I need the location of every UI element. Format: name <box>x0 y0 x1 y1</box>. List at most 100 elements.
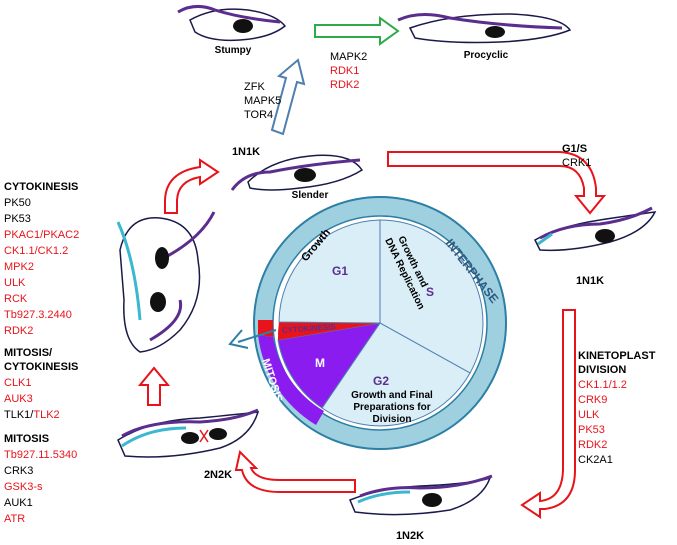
bottom-1n2k-flagellum <box>359 474 493 498</box>
dividing-flagellum-cyan <box>116 221 142 321</box>
tlk-black-part: TLK1/ <box>4 409 34 421</box>
cytokinesis-item-7: Tb927.3.2440 <box>4 309 72 321</box>
s-label: S <box>426 285 434 299</box>
left-2n2k-cell <box>117 408 260 458</box>
m-phase-slice <box>277 322 382 409</box>
g1-phase-slice <box>278 219 381 324</box>
slender-nucleus <box>294 168 316 182</box>
left-2n2k-label: 2N2K <box>204 469 232 481</box>
g2-phase-slice <box>321 322 471 427</box>
stumpy-cell <box>177 5 287 42</box>
mitosis-cytokinesis-panel: MITOSIS/ CYTOKINESIS CLK1 AUK3 TLK1/TLK2 <box>4 347 78 421</box>
mitosis-item-4: ATR <box>4 513 25 525</box>
g1-label: G1 <box>332 264 348 278</box>
kinetoplast-item-5: CK2A1 <box>578 454 613 466</box>
stumpy-kinase-panel: ZFK MAPK5 TOR4 <box>244 81 281 121</box>
g2-line1: Growth and Final <box>351 390 433 401</box>
cytokinesis-item-0: PK50 <box>4 197 31 209</box>
arrow-cytokinesis-to-slender <box>164 158 220 214</box>
kinetoplast-item-2: ULK <box>578 409 600 421</box>
g2-line3: Division <box>373 414 412 425</box>
cytokinesis-item-5: ULK <box>4 277 26 289</box>
cytokinesis-slice <box>277 322 380 340</box>
g2-label: G2 <box>373 374 389 388</box>
arrow-1n2k-to-2n2k <box>234 450 356 493</box>
mitosis-cytokinesis-title-line1: MITOSIS/ <box>4 347 52 359</box>
exit-arrow-line <box>237 329 277 343</box>
left-2n2k-nucleus-2 <box>209 428 227 440</box>
cytokinesis-item-4: MPK2 <box>4 261 34 273</box>
cell-cycle-wheel: Growth G1 Growth and DNA Replication S G… <box>253 196 507 450</box>
m-label: M <box>315 356 325 370</box>
mitosis-item-0: Tb927.11.5340 <box>4 449 77 461</box>
dividing-body <box>119 217 201 353</box>
left-2n2k-nucleus-1 <box>181 432 199 444</box>
right-1n1k-nucleus <box>595 229 615 243</box>
g1s-item-0: CRK1 <box>562 157 591 169</box>
procyclic-flagellum <box>397 13 563 30</box>
dividing-nucleus-2 <box>150 292 166 312</box>
cytokinesis-label: CYTOKINESIS <box>282 322 337 335</box>
dividing-nucleus-1 <box>155 247 169 269</box>
arrow-slender-to-g1s <box>387 151 607 215</box>
tlk-red-part: TLK2 <box>33 409 59 421</box>
mitosis-item-3: AUK1 <box>4 497 33 509</box>
cytokinesis-item-1: PK53 <box>4 213 31 225</box>
cytokinesis-item-6: RCK <box>4 293 28 305</box>
mitosis-title: MITOSIS <box>4 433 49 445</box>
procyclic-nucleus <box>485 26 505 38</box>
bottom-1n2k-nucleus <box>422 493 442 507</box>
g1s-title: G1/S <box>562 143 587 155</box>
stumpy-label: Stumpy <box>215 45 252 56</box>
slender-cell <box>230 154 364 191</box>
cytokinesis-item-2: PKAC1/PKAC2 <box>4 229 79 241</box>
kinetoplast-item-3: PK53 <box>578 424 605 436</box>
mitosis-ring-segment <box>258 335 324 425</box>
mitosis-item-1: CRK3 <box>4 465 33 477</box>
procyclic-kinase-panel: MAPK2 RDK1 RDK2 <box>330 51 367 91</box>
bottom-1n2k-label: 1N2K <box>396 530 424 542</box>
stumpy-nucleus <box>233 19 253 33</box>
procyclic-kinase-0: MAPK2 <box>330 51 367 63</box>
dividing-cell <box>116 211 216 353</box>
mitosis-panel: MITOSIS Tb927.11.5340 CRK3 GSK3-s AUK1 A… <box>4 433 77 525</box>
procyclic-kinase-2: RDK2 <box>330 79 359 91</box>
exit-arrow-head <box>228 329 249 349</box>
kinetoplast-title-line1: KINETOPLAST <box>578 350 656 362</box>
stumpy-kinase-1: MAPK5 <box>244 95 281 107</box>
cytokinesis-exit-arrow <box>228 329 277 349</box>
mitosis-cytokinesis-tlk: TLK1/TLK2 <box>4 409 60 421</box>
stumpy-kinase-0: ZFK <box>244 81 265 93</box>
arrow-1n1k-to-1n2k <box>520 309 576 519</box>
arrow-stumpy-to-procyclic <box>314 16 400 46</box>
procyclic-kinase-1: RDK1 <box>330 65 359 77</box>
s-phase-slice <box>379 219 484 374</box>
bottom-1n2k-cell <box>349 474 493 516</box>
cycle-arrows <box>137 151 607 519</box>
kinetoplast-title-line2: DIVISION <box>578 364 626 376</box>
procyclic-cell <box>397 13 572 44</box>
left-2n2k-flagellum <box>121 408 259 438</box>
cytokinesis-item-8: RDK2 <box>4 325 33 337</box>
stumpy-kinase-2: TOR4 <box>244 109 273 121</box>
mitosis-cytokinesis-item-0: CLK1 <box>4 377 32 389</box>
kinetoplast-item-0: CK1.1/1.2 <box>578 379 627 391</box>
arrow-2n2k-to-mitosis <box>137 366 171 406</box>
mitosis-cytokinesis-item-1: AUK3 <box>4 393 33 405</box>
cytokinesis-item-3: CK1.1/CK1.2 <box>4 245 68 257</box>
cytokinesis-panel: CYTOKINESIS PK50 PK53 PKAC1/PKAC2 CK1.1/… <box>4 181 79 337</box>
mitosis-cytokinesis-title-line2: CYTOKINESIS <box>4 361 78 373</box>
dividing-flagellum-purple-2 <box>149 299 183 342</box>
g1s-panel: G1/S CRK1 <box>562 143 591 169</box>
procyclic-label: Procyclic <box>464 50 509 61</box>
kinetoplast-item-4: RDK2 <box>578 439 607 451</box>
kinetoplast-panel: KINETOPLAST DIVISION CK1.1/1.2 CRK9 ULK … <box>578 350 656 466</box>
right-1n1k-label: 1N1K <box>576 275 604 287</box>
bottom-1n2k-cyan-flagellum <box>357 490 411 504</box>
slender-label: Slender <box>292 190 329 201</box>
slender-flagellum <box>230 158 361 191</box>
stumpy-flagellum <box>177 5 281 24</box>
right-1n1k-cell <box>534 206 657 252</box>
